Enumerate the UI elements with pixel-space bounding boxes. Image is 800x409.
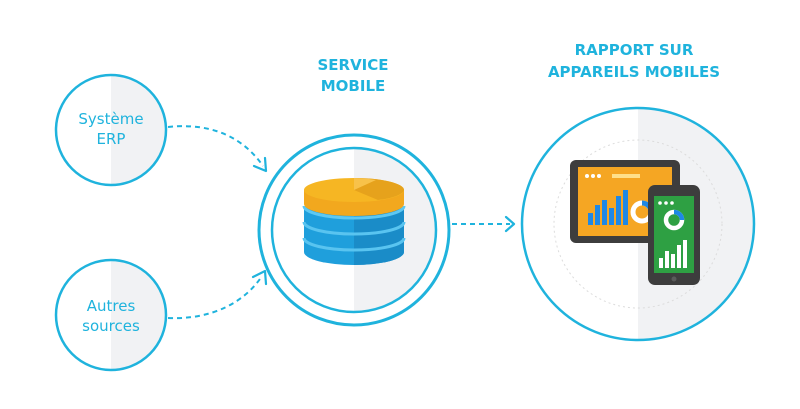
other-sources-node: Autres sources	[54, 258, 168, 372]
service-node	[257, 133, 451, 327]
other-sources-label-line2: sources	[82, 317, 140, 335]
erp-label-line2: ERP	[97, 130, 126, 148]
service-heading-line1: SERVICE	[317, 56, 388, 74]
phone-icon	[648, 185, 700, 285]
erp-node: Système ERP	[54, 73, 168, 187]
report-node	[520, 106, 756, 342]
arrowhead-icon	[252, 156, 268, 173]
erp-label-line1: Système	[78, 110, 143, 128]
database-icon	[302, 178, 406, 265]
other-sources-label-line1: Autres	[87, 297, 136, 315]
connector-erp-to-service	[167, 125, 268, 173]
report-heading-line2: APPAREILS MOBILES	[548, 63, 720, 81]
connector-service-to-report	[452, 215, 516, 233]
service-heading-line2: MOBILE	[321, 77, 386, 95]
report-heading-line1: RAPPORT SUR	[575, 41, 694, 59]
arrowhead-icon	[251, 269, 268, 286]
connector-other-to-service	[167, 269, 268, 320]
arrowhead-icon	[504, 215, 516, 233]
